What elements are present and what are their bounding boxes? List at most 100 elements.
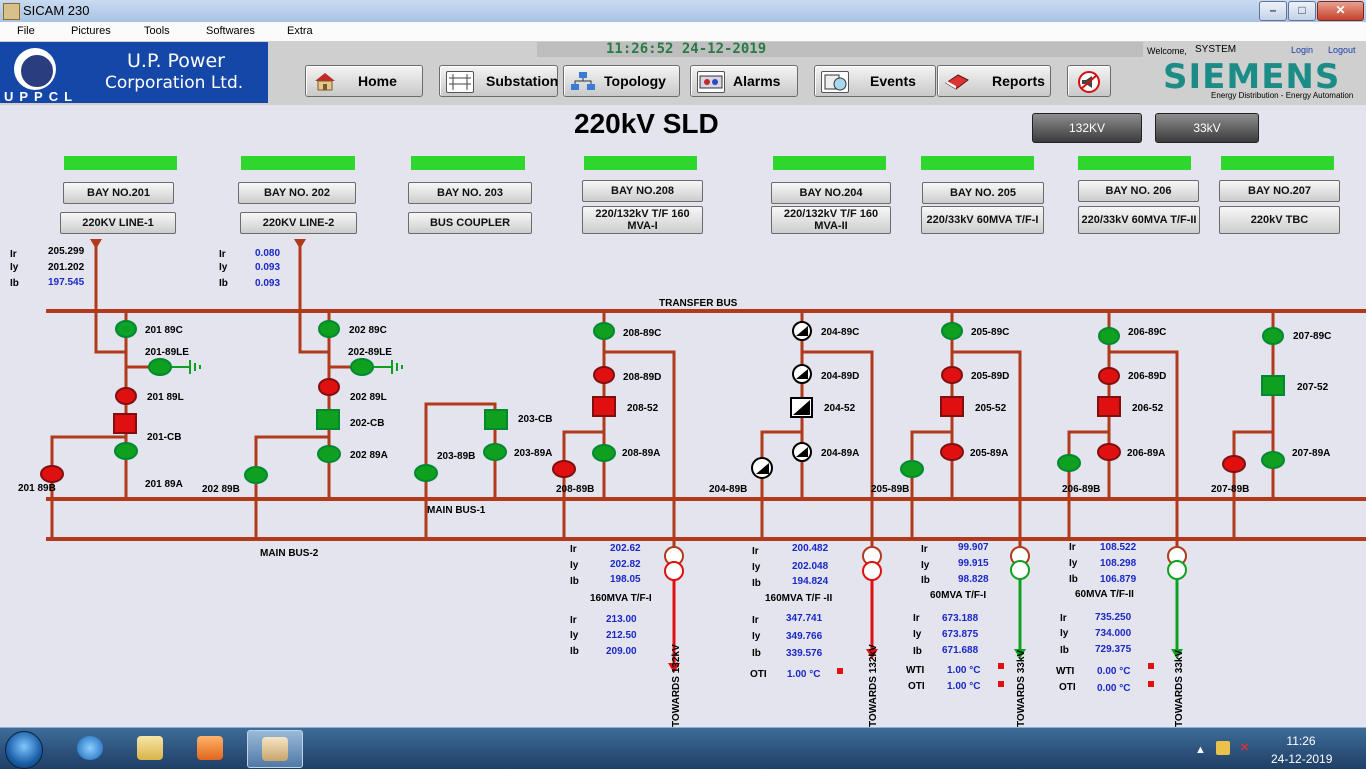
- close-button[interactable]: ✕: [1317, 1, 1364, 21]
- breaker-206-52[interactable]: [1097, 396, 1121, 417]
- switch-201-89le[interactable]: [148, 358, 172, 376]
- taskbar-clock[interactable]: 11:26: [1286, 734, 1316, 748]
- switch-202-89c[interactable]: [318, 320, 340, 338]
- switch-204-89c[interactable]: [792, 321, 812, 341]
- logout-link[interactable]: Logout: [1328, 45, 1356, 55]
- bay-205-name-button[interactable]: 220/33kV 60MVA T/F-I: [921, 206, 1044, 234]
- transformer-tf3[interactable]: [1010, 546, 1030, 659]
- taskbar-ie[interactable]: [63, 730, 117, 766]
- switch-206-89b[interactable]: [1057, 454, 1081, 472]
- substation-button[interactable]: Substation: [439, 65, 558, 97]
- bay-206-name-button[interactable]: 220/33kV 60MVA T/F-II: [1078, 206, 1200, 234]
- switch-202-89l[interactable]: [318, 378, 340, 396]
- tf2-oti-value: 1.00 °C: [787, 669, 821, 680]
- bay-202-name-button[interactable]: 220KV LINE-2: [240, 212, 357, 234]
- tf4-lv-iy-label: Iy: [1060, 628, 1069, 639]
- bay-208-name-button[interactable]: 220/132kV T/F 160 MVA-I: [582, 206, 703, 234]
- menu-tools[interactable]: Tools: [144, 25, 170, 37]
- maximize-button[interactable]: □: [1288, 1, 1316, 21]
- home-button[interactable]: Home: [305, 65, 423, 97]
- menu-pictures[interactable]: Pictures: [71, 25, 111, 37]
- menu-softwares[interactable]: Softwares: [206, 25, 255, 37]
- mute-alarm-button[interactable]: [1067, 65, 1111, 97]
- tf4-hv-ib-value: 106.879: [1100, 574, 1137, 585]
- 33kv-button[interactable]: 33kV: [1155, 113, 1259, 143]
- tray-expand-icon[interactable]: ▲: [1195, 744, 1206, 756]
- switch-202-89a[interactable]: [317, 445, 341, 463]
- label-201-89a: 201 89A: [145, 479, 183, 490]
- bay-201-name-button[interactable]: 220KV LINE-1: [60, 212, 176, 234]
- network-error-icon[interactable]: ✕: [1240, 742, 1250, 754]
- towards-33kv-label-2: TOWARDS 33kV: [1174, 650, 1185, 727]
- switch-205-89a[interactable]: [940, 443, 964, 461]
- switch-201-89c[interactable]: [115, 320, 137, 338]
- tf1-hv-iy-value: 202.82: [610, 559, 641, 570]
- bay-207-name-button[interactable]: 220kV TBC: [1219, 206, 1340, 234]
- switch-206-89a[interactable]: [1097, 443, 1121, 461]
- taskbar-explorer[interactable]: [123, 730, 177, 766]
- transformer-tf2[interactable]: [862, 546, 882, 659]
- switch-201-89l[interactable]: [115, 387, 137, 405]
- bay-208-button[interactable]: BAY NO.208: [582, 180, 703, 202]
- switch-205-89c[interactable]: [941, 322, 963, 340]
- switch-203-89a[interactable]: [483, 443, 507, 461]
- 132kv-button[interactable]: 132KV: [1032, 113, 1142, 143]
- breaker-201-cb[interactable]: [113, 413, 137, 434]
- bay-204-button[interactable]: BAY NO.204: [771, 182, 891, 204]
- reports-button[interactable]: Reports: [937, 65, 1051, 97]
- taskbar-sicam[interactable]: [247, 730, 303, 768]
- breaker-203-cb[interactable]: [484, 409, 508, 430]
- switch-205-89b[interactable]: [900, 460, 924, 478]
- line1-ir-value: 205.299: [48, 246, 85, 257]
- switch-201-89b[interactable]: [40, 465, 64, 483]
- bay-203-name-button[interactable]: BUS COUPLER: [408, 212, 532, 234]
- bay-203-button[interactable]: BAY NO. 203: [408, 182, 532, 204]
- events-button[interactable]: Events: [814, 65, 936, 97]
- bay-207-button[interactable]: BAY NO.207: [1219, 180, 1340, 202]
- switch-201-89a[interactable]: [114, 442, 138, 460]
- breaker-208-52[interactable]: [592, 396, 616, 417]
- bay-206-button[interactable]: BAY NO. 206: [1078, 180, 1199, 202]
- line1-iy-value: 201.202: [48, 262, 85, 273]
- switch-207-89a[interactable]: [1261, 451, 1285, 469]
- switch-202-89b[interactable]: [244, 466, 268, 484]
- bay-204-name-button[interactable]: 220/132kV T/F 160 MVA-II: [771, 206, 891, 234]
- breaker-205-52[interactable]: [940, 396, 964, 417]
- switch-208-89d[interactable]: [593, 366, 615, 384]
- flag-icon[interactable]: [1216, 741, 1230, 755]
- switch-204-89b[interactable]: [751, 457, 773, 479]
- label-207-89c: 207-89C: [1293, 331, 1331, 342]
- topology-button[interactable]: Topology: [563, 65, 680, 97]
- menu-file[interactable]: File: [17, 25, 35, 37]
- breaker-204-52[interactable]: [790, 397, 813, 418]
- switch-205-89d[interactable]: [941, 366, 963, 384]
- alarms-button[interactable]: Alarms: [690, 65, 798, 97]
- start-button[interactable]: [5, 731, 43, 769]
- earth-icon: [374, 360, 403, 374]
- switch-204-89a[interactable]: [792, 442, 812, 462]
- breaker-202-cb[interactable]: [316, 409, 340, 430]
- tf3-hv-ir-value: 99.907: [958, 542, 989, 553]
- bay-205-button[interactable]: BAY NO. 205: [922, 182, 1044, 204]
- switch-206-89c[interactable]: [1098, 327, 1120, 345]
- taskbar-date[interactable]: 24-12-2019: [1271, 752, 1333, 766]
- login-link[interactable]: Login: [1291, 45, 1314, 55]
- switch-203-89b[interactable]: [414, 464, 438, 482]
- tf2-hv-ir-label: Ir: [752, 546, 759, 557]
- switch-206-89d[interactable]: [1098, 367, 1120, 385]
- bay-202-button[interactable]: BAY NO. 202: [238, 182, 356, 204]
- switch-202-89le[interactable]: [350, 358, 374, 376]
- switch-208-89b[interactable]: [552, 460, 576, 478]
- menu-extra[interactable]: Extra: [287, 25, 313, 37]
- switch-208-89c[interactable]: [593, 322, 615, 340]
- taskbar-media-player[interactable]: [183, 730, 237, 766]
- switch-207-89c[interactable]: [1262, 327, 1284, 345]
- switch-208-89a[interactable]: [592, 444, 616, 462]
- minimize-button[interactable]: –: [1259, 1, 1287, 21]
- breaker-207-52[interactable]: [1261, 375, 1285, 396]
- transformer-tf1[interactable]: [664, 546, 684, 673]
- switch-204-89d[interactable]: [792, 364, 812, 384]
- switch-207-89b[interactable]: [1222, 455, 1246, 473]
- transformer-tf4[interactable]: [1167, 546, 1187, 659]
- bay-201-button[interactable]: BAY NO.201: [63, 182, 174, 204]
